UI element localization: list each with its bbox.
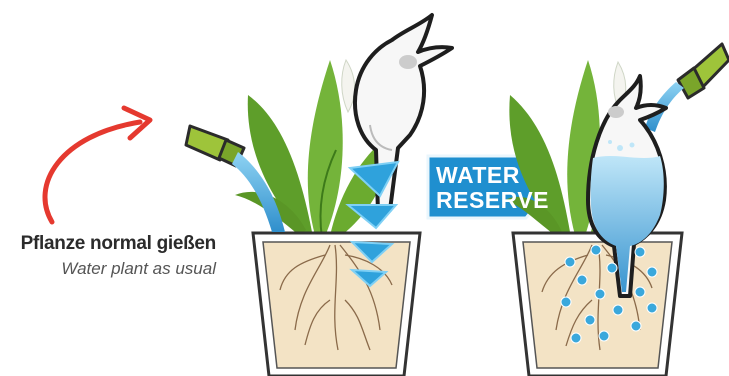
badge-line-2: RESERVE <box>436 188 528 213</box>
right-garden-hose-icon <box>678 44 729 98</box>
water-reserve-label: WATER RESERVE <box>430 158 528 218</box>
badge-line-1: WATER <box>436 163 528 188</box>
left-pot <box>253 233 420 376</box>
caption-german: Pflanze normal gießen <box>16 232 216 256</box>
caption-english: Water plant as usual <box>16 258 216 280</box>
red-curved-arrow-icon <box>45 108 150 222</box>
caption: Pflanze normal gießen Water plant as usu… <box>16 232 216 280</box>
